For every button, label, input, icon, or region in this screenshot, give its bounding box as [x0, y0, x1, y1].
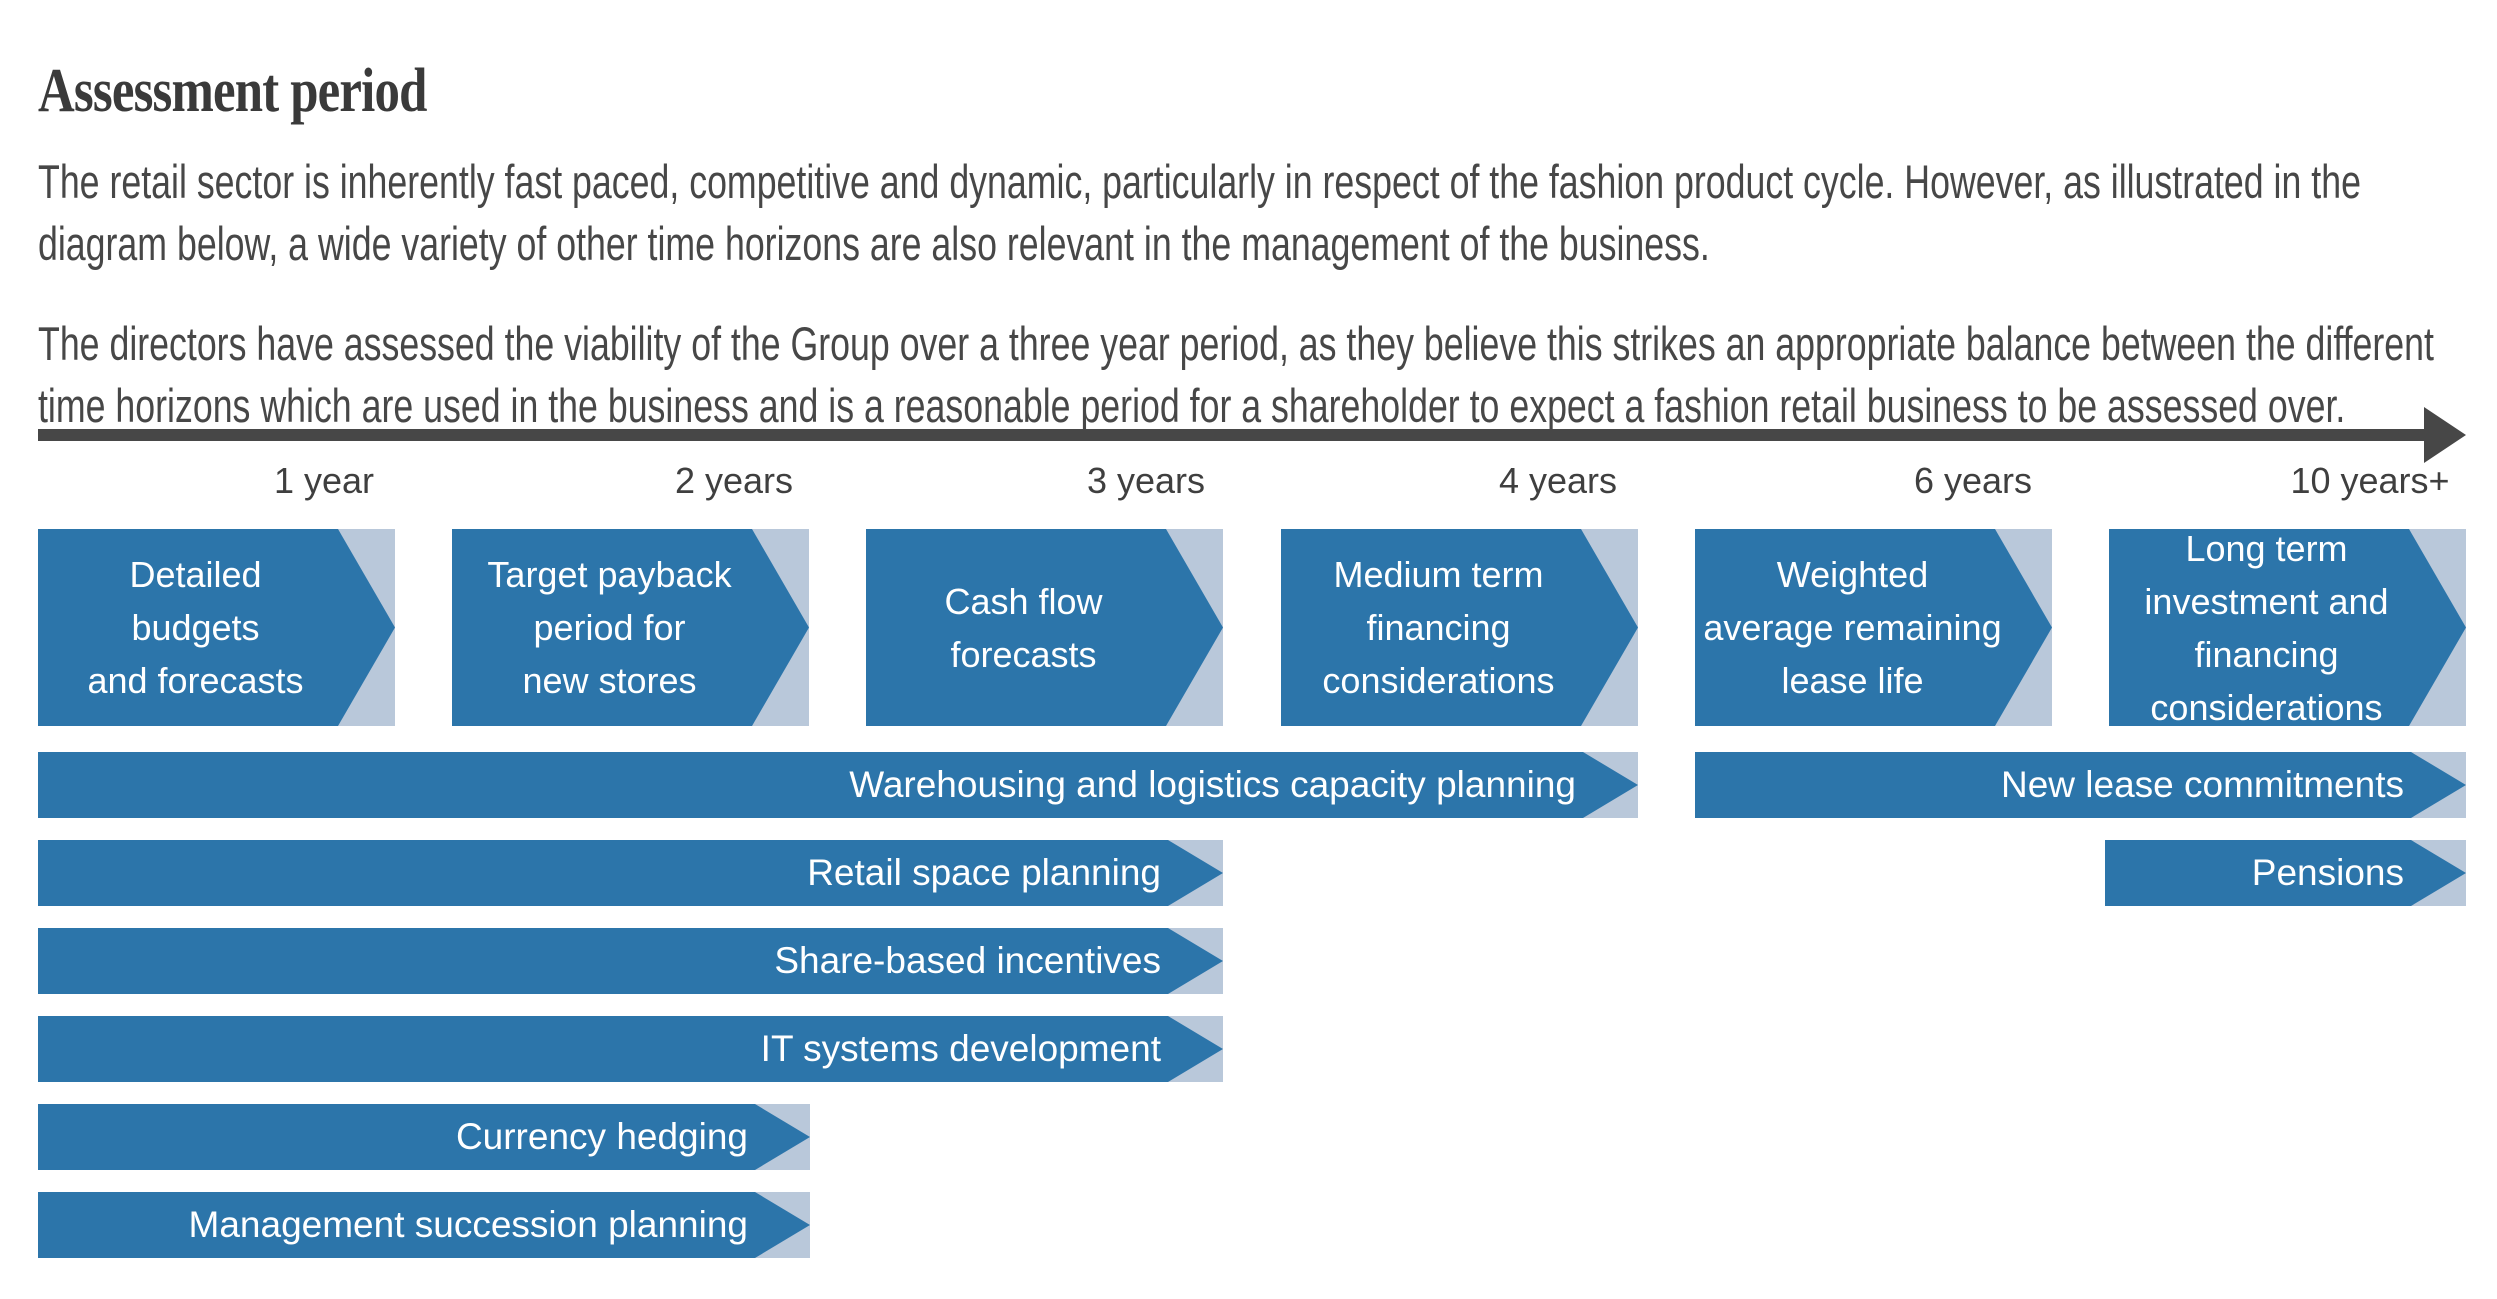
arrow-shape: [38, 928, 1223, 994]
box-label: Medium term financing considerations: [1322, 554, 1555, 701]
timeline-bar-warehousing-logistics: Warehousing and logistics capacity plann…: [38, 752, 1638, 818]
year-label-6: 6 years: [1913, 460, 2033, 501]
year-label-10plus: 10 years+: [2290, 460, 2450, 501]
timeline-box-detailed-budgets: Detailed budgets and forecasts: [38, 529, 395, 726]
year-label-1: 1 year: [273, 460, 375, 501]
intro-paragraph-1: The retail sector is inherently fast pac…: [38, 155, 2361, 270]
timeline-box-cash-flow: Cash flow forecasts: [866, 529, 1223, 726]
bar-label: Pensions: [2251, 852, 2404, 893]
arrow-shape: [38, 529, 395, 726]
timeline-bar-it-systems-development: IT systems development: [38, 1016, 1223, 1082]
timeline-box-medium-term-financing: Medium term financing considerations: [1281, 529, 1638, 726]
page-title: Assessment period: [38, 56, 427, 125]
timeline-box-weighted-average-lease: Weighted average remaining lease life: [1695, 529, 2052, 726]
year-label-3: 3 years: [1086, 460, 1206, 501]
arrow-shape: [1695, 752, 2466, 818]
bar-label: Currency hedging: [455, 1116, 748, 1157]
timeline-bar-new-lease-commitments: New lease commitments: [1695, 752, 2466, 818]
timeline-box-long-term-investment: Long term investment and financing consi…: [2109, 527, 2466, 728]
box-label: Detailed budgets and forecasts: [87, 554, 304, 701]
timeline-bar-currency-hedging: Currency hedging: [38, 1104, 810, 1170]
bar-label: Management succession planning: [188, 1204, 748, 1245]
year-label-4: 4 years: [1498, 460, 1618, 501]
timeline-bar-retail-space-planning: Retail space planning: [38, 840, 1223, 906]
arrow-shape: [38, 752, 1638, 818]
bar-label: Retail space planning: [807, 852, 1161, 893]
arrow-shape: [866, 529, 1223, 726]
arrow-shape: [38, 1192, 810, 1258]
box-label: Target payback period for new stores: [487, 554, 732, 701]
year-label-2: 2 years: [674, 460, 794, 501]
arrow-shape: [1695, 529, 2052, 726]
arrow-shape: [452, 529, 809, 726]
bar-label: IT systems development: [760, 1028, 1161, 1069]
arrow-shape: [38, 840, 1223, 906]
bar-label: New lease commitments: [2000, 764, 2404, 805]
intro-paragraph-2: The directors have assessed the viabilit…: [38, 317, 2434, 432]
arrow-shape: [38, 1104, 810, 1170]
bar-label: Warehousing and logistics capacity plann…: [849, 764, 1576, 805]
box-label: Cash flow forecasts: [944, 580, 1103, 675]
box-label: Weighted average remaining lease life: [1703, 554, 2002, 701]
box-label: Long term investment and financing consi…: [2144, 527, 2389, 728]
arrow-shape: [38, 1016, 1223, 1082]
arrow-shape: [2109, 529, 2466, 726]
timeline-bar-pensions: Pensions: [2105, 840, 2466, 906]
timeline-arrowhead-icon: [2424, 407, 2466, 463]
timeline-box-target-payback: Target payback period for new stores: [452, 529, 809, 726]
timeline-bar-share-based-incentives: Share-based incentives: [38, 928, 1223, 994]
arrow-shape: [2105, 840, 2466, 906]
timeline-bar-management-succession: Management succession planning: [38, 1192, 810, 1258]
arrow-shape: [1281, 529, 1638, 726]
bar-label: Share-based incentives: [774, 940, 1161, 981]
timeline-axis-line: [38, 429, 2424, 441]
